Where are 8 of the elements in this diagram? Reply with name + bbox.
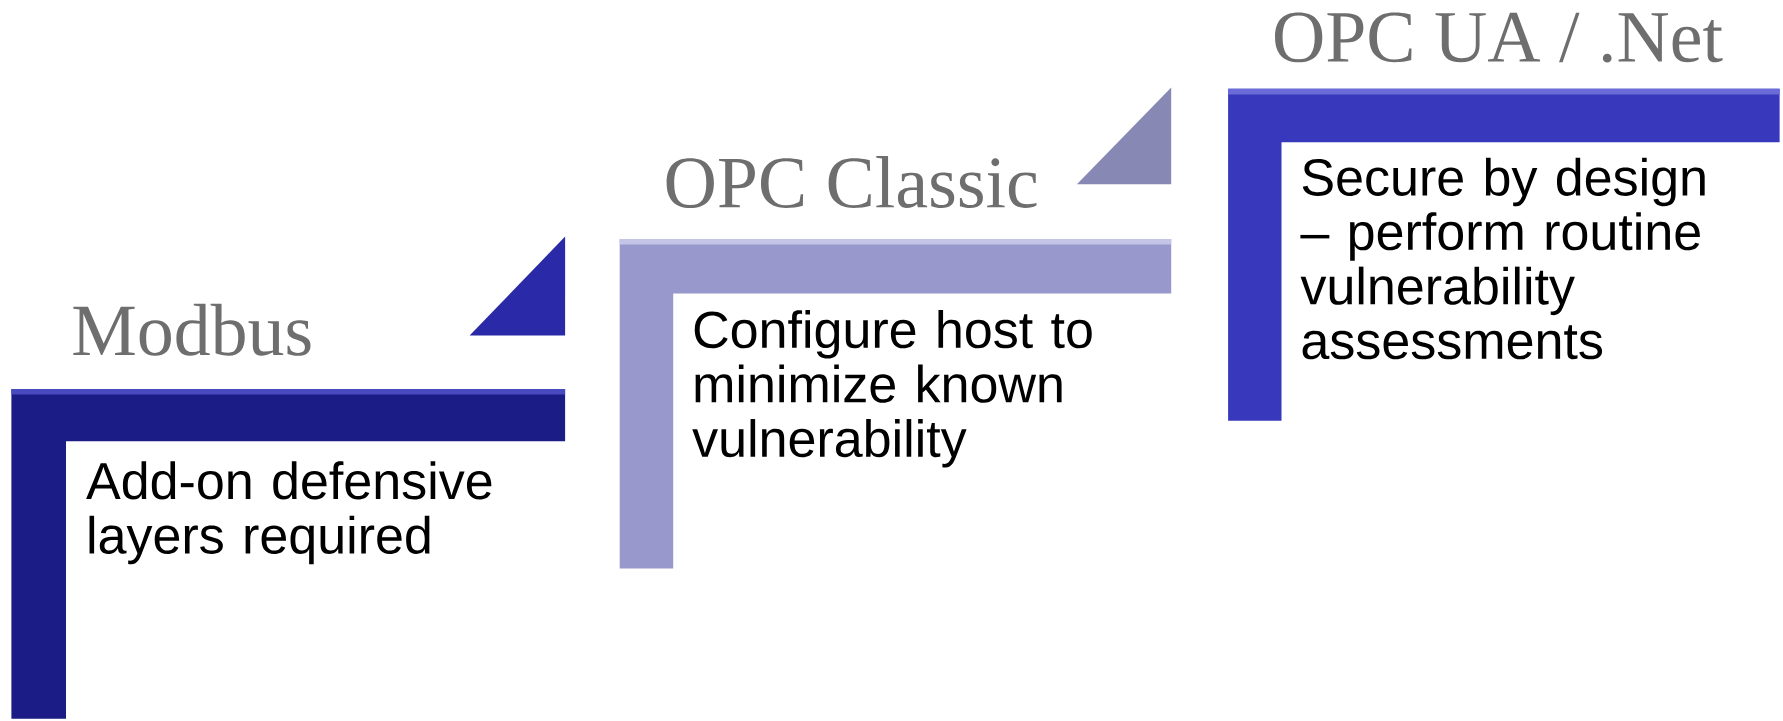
step-triangle [1076, 87, 1172, 185]
step-block: Modbus Add-on defensive layers required [11, 303, 566, 719]
step-triangle [469, 236, 566, 336]
node-label: OPC Classic [666, 156, 1037, 208]
node-label: Modbus [73, 303, 311, 356]
step-block: OPC UA / .Net Secure by design – perform routine vulnerability assessments [1228, 12, 1780, 421]
node-label: OPC UA / .Net [1275, 12, 1723, 63]
step-block: OPC Classic Configure host to minimize known vulnerability [619, 156, 1172, 569]
